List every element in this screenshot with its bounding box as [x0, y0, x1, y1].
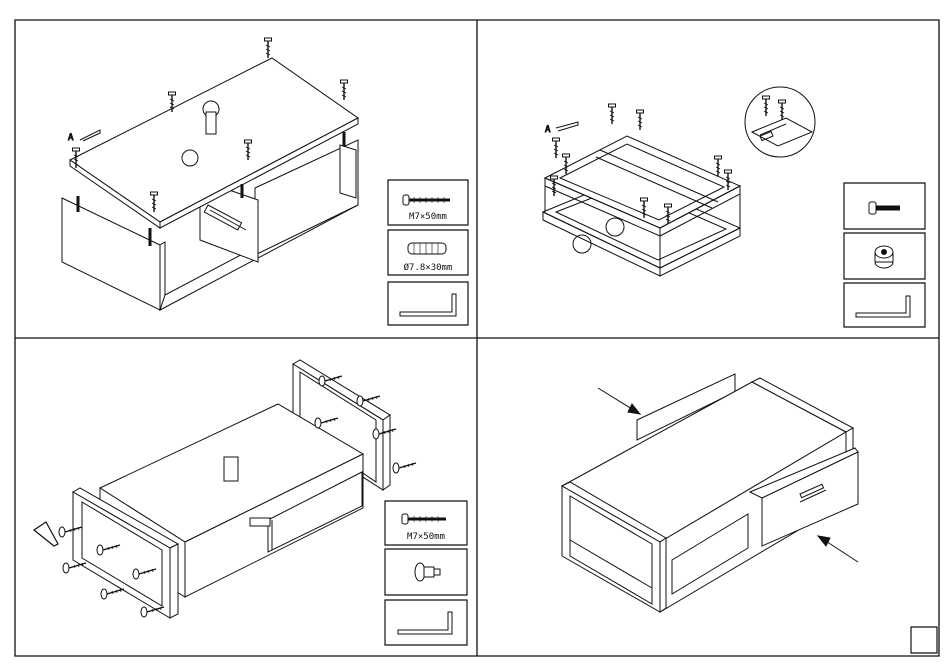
dowel-icon	[408, 243, 446, 254]
cam-nut-icon	[875, 246, 893, 268]
step-2-hardware-list	[844, 183, 925, 327]
panel-step-4	[562, 374, 937, 653]
step-4-illustration	[562, 374, 858, 612]
panel-step-1: A M7×50mm	[62, 38, 468, 325]
step-1-hardware-list: M7×50mm Ø7.8×30mm	[388, 180, 468, 325]
part-box-cam-bolt	[385, 549, 467, 595]
bolt-size-label: M7×50mm	[409, 212, 447, 222]
dowel-size-label: Ø7.8×30mm	[404, 262, 453, 273]
part-box-dowel: Ø7.8×30mm	[388, 230, 468, 275]
svg-text:A: A	[68, 133, 74, 143]
step-3-markers	[34, 522, 58, 546]
panel-step-3: M7×50mm	[34, 360, 467, 645]
step-1-illustration	[62, 58, 358, 310]
part-box-allen-key-3	[385, 600, 467, 645]
part-box-bolt: M7×50mm	[388, 180, 468, 225]
step-3-illustration	[73, 360, 390, 618]
part-box-bolt-2: M7×50mm	[385, 501, 467, 545]
svg-text:A: A	[545, 125, 551, 135]
bolt-size-label-2: M7×50mm	[407, 532, 445, 542]
panel-step-2: A	[543, 87, 925, 327]
page-number-box	[911, 627, 937, 653]
step-2-illustration	[543, 136, 740, 276]
part-box-screw	[844, 183, 925, 229]
part-box-cam-nut	[844, 233, 925, 279]
part-box-allen-key-2	[844, 283, 925, 327]
step-3-hardware-list: M7×50mm	[385, 501, 467, 645]
part-box-allen-key	[388, 282, 468, 325]
step-2-detail-zoom	[745, 87, 815, 157]
